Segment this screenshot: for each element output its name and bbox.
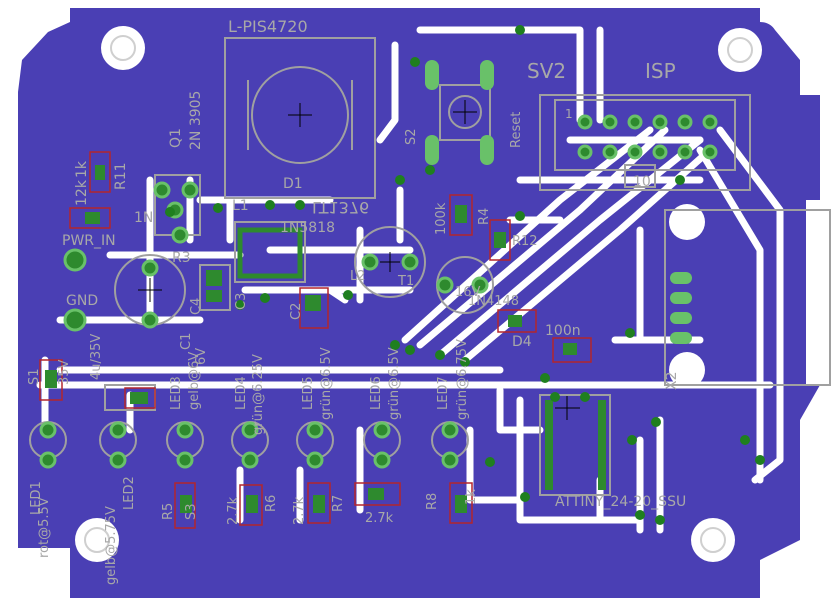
label-sv2: SV2 — [527, 59, 566, 83]
label-k27a: 2.7k — [226, 496, 241, 525]
label-gruen5: grün@6.5V — [319, 347, 334, 420]
label-ic: ATTINY_24-20_SSU — [555, 494, 686, 510]
label-r10k: 100k — [434, 202, 449, 235]
label-gruen4: grün@6.25V — [251, 354, 266, 435]
label-one: 1 — [565, 107, 573, 121]
label-gnd: GND — [66, 293, 98, 309]
label-r7: R7 — [331, 495, 346, 512]
through-hole-pads — [39, 114, 718, 469]
label-n5818: 1N5818 — [280, 220, 335, 236]
label-n100: 100n — [545, 323, 581, 339]
label-r6: R6 — [264, 495, 279, 512]
label-r12: R12 — [512, 234, 538, 249]
label-d1: D1 — [283, 176, 303, 192]
label-led2: LED2 — [122, 476, 137, 510]
label-pwr-in: PWR_IN — [62, 233, 116, 249]
label-k27c: 2.7k — [365, 511, 394, 526]
label-gelb2: gelb@5.75V — [104, 506, 119, 585]
label-n3905: 2N 3905 — [188, 91, 204, 150]
label-led5: LED5 — [301, 376, 316, 410]
label-led1: LED1 — [29, 481, 44, 515]
label-v16: 16V — [455, 285, 481, 300]
label-k12: 12k — [74, 179, 90, 206]
label-l2: L2 — [350, 269, 366, 284]
label-lt1376: LT1376 — [312, 198, 369, 217]
crosshairs — [138, 100, 580, 420]
copper-pour — [18, 8, 820, 598]
label-r4: R4 — [477, 208, 492, 225]
label-led6: LED6 — [369, 376, 384, 410]
label-l1: L1 — [232, 198, 249, 214]
label-gruen6: grün@6.5V — [387, 347, 402, 420]
label-t1: T1 — [397, 274, 414, 289]
label-c2: C2 — [289, 303, 304, 320]
label-s1: S1 — [27, 368, 42, 385]
label-gelb3: gelb@6V — [187, 352, 202, 410]
label-led4: LED4 — [234, 376, 249, 410]
label-r8: R8 — [425, 493, 440, 510]
label-r5: R5 — [161, 503, 176, 520]
label-gruen7: grün@6.75V — [455, 339, 470, 420]
label-k1b: 1k — [464, 489, 479, 505]
label-c4: C4 — [189, 298, 204, 315]
label-n4148a: 1N — [134, 210, 153, 226]
label-n4148: 1N4148 — [468, 294, 519, 309]
label-x2: X2 — [664, 372, 680, 391]
label-led7: LED7 — [436, 376, 451, 410]
label-v35: 4u/35V — [89, 334, 104, 380]
label-ten: 10 — [633, 174, 651, 190]
label-led3: LED3 — [169, 376, 184, 410]
smd-pads — [45, 60, 692, 513]
label-v6: 6V — [194, 348, 209, 365]
label-reset: Reset — [509, 112, 524, 148]
label-lpis: L-PIS4720 — [228, 17, 308, 36]
label-k1-1: 1k — [74, 160, 90, 178]
label-r3: R3 — [172, 250, 191, 266]
label-s2: S2 — [404, 128, 419, 145]
label-s3: S3 — [184, 503, 199, 520]
label-k27b: 2.7k — [292, 496, 307, 525]
vias — [165, 25, 765, 525]
label-d4: D4 — [512, 334, 532, 350]
label-c1: C1 — [179, 333, 194, 350]
label-c3: C3 — [234, 293, 249, 310]
label-isp: ISP — [645, 59, 676, 83]
keepout-boxes — [39, 151, 592, 529]
label-rot: rot@5.5V — [37, 497, 52, 558]
mounting-holes — [75, 26, 762, 562]
silk-labels: L-PIS4720 SV2 ISP Reset S2 10 1 L1 D1 1N… — [27, 17, 686, 585]
label-v35b: 35V — [57, 359, 72, 385]
label-r11: R11 — [113, 162, 129, 190]
label-q1: Q1 — [168, 128, 184, 148]
